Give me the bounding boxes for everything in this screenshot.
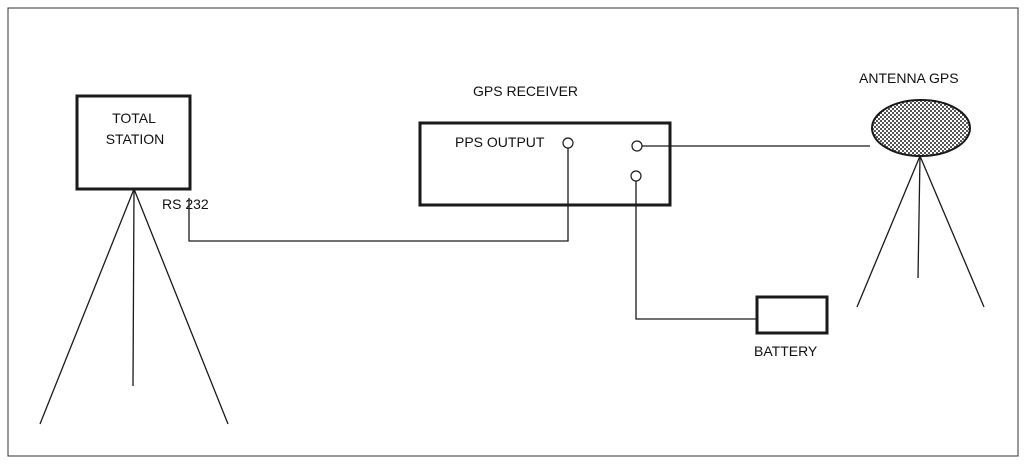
battery: BATTERY bbox=[754, 295, 829, 359]
pps-output-label: PPS OUTPUT bbox=[455, 134, 545, 150]
power-port bbox=[630, 170, 642, 182]
battery-cable bbox=[635, 181, 757, 320]
battery-label: BATTERY bbox=[754, 343, 818, 359]
total-station-label-line2: STATION bbox=[106, 131, 165, 147]
antenna-gps-label: ANTENNA GPS bbox=[859, 70, 959, 86]
pps-output-port bbox=[562, 137, 574, 149]
gps-receiver-label: GPS RECEIVER bbox=[473, 83, 578, 99]
gps-antenna-dish bbox=[871, 99, 971, 157]
gps-receiver: PPS OUTPUT bbox=[418, 121, 672, 207]
battery-box bbox=[755, 295, 829, 335]
gps-antenna bbox=[871, 99, 971, 157]
rs232-label: RS 232 bbox=[162, 196, 209, 212]
antenna-tripod bbox=[856, 155, 985, 308]
total-station-tripod bbox=[39, 188, 229, 425]
total-station: TOTAL STATION bbox=[75, 94, 192, 191]
total-station-label-line1: TOTAL bbox=[112, 110, 156, 126]
diagram-frame bbox=[7, 7, 1019, 457]
gps-receiver-box bbox=[418, 121, 672, 207]
rs232-cable bbox=[188, 148, 569, 242]
antenna-port bbox=[631, 140, 643, 152]
